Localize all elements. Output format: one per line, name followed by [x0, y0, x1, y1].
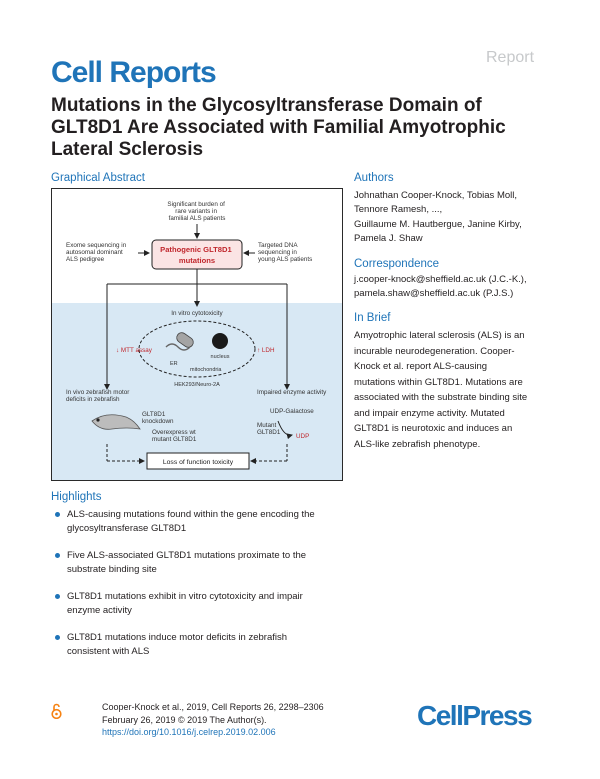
mutant-text: Mutant GLT8D1 — [257, 422, 281, 436]
highlights-list: ALS-causing mutations found within the g… — [51, 508, 341, 672]
ldh-label: ↑ LDH — [257, 347, 275, 354]
cellpress-logo: CellPress — [417, 700, 533, 731]
open-access-icon — [51, 703, 62, 719]
cell-line-label: HEK293/Neuro-2A — [174, 382, 220, 388]
knockdown-text: GLT8D1 knockdown — [142, 411, 174, 425]
in-vitro-label: In vitro cytotoxicity — [171, 310, 223, 317]
udp-label: UDP — [296, 433, 309, 440]
email-link[interactable]: pamela.shaw@sheffield.ac.uk (P.J.S.) — [354, 288, 514, 300]
bullet-icon — [55, 594, 60, 599]
loss-label: Loss of function toxicity — [163, 459, 234, 466]
highlight-item: GLT8D1 mutations exhibit in vitro cytoto… — [51, 590, 341, 617]
udp-galactose-label: UDP-Galactose — [270, 408, 314, 415]
svg-text:mitochondria: mitochondria — [190, 367, 222, 373]
nucleus-icon — [212, 333, 228, 349]
graphical-abstract-heading: Graphical Abstract — [51, 172, 145, 184]
bullet-icon — [55, 553, 60, 558]
correspondence-heading: Correspondence — [354, 258, 440, 270]
authors-line: Tennore Ramesh, ..., — [354, 204, 443, 216]
in-brief-heading: In Brief — [354, 312, 391, 324]
enzyme-label: Impaired enzyme activity — [257, 389, 327, 396]
highlight-item: GLT8D1 mutations induce motor deficits i… — [51, 631, 341, 658]
targeted-text: Targeted DNA sequencing in young ALS pat… — [258, 242, 312, 263]
zebrafish-icon — [91, 414, 141, 430]
in-vivo-panel — [52, 303, 342, 480]
bullet-icon — [55, 635, 60, 640]
article-type: Report — [486, 49, 535, 66]
svg-text:nucleus: nucleus — [211, 354, 230, 360]
in-vivo-text: In vivo zebrafish motor deficits in zebr… — [66, 389, 131, 403]
loss-box — [146, 452, 250, 470]
authors-line: Guillaume M. Hautbergue, Janine Kirby, — [354, 218, 522, 230]
email-link[interactable]: j.cooper-knock@sheffield.ac.uk (J.C.-K.)… — [354, 274, 527, 285]
authors-list: Johnathan Cooper-Knock, Tobias Moll, Ten… — [354, 189, 554, 246]
cell-outline — [138, 320, 256, 378]
exome-text: Exome sequencing in autosomal dominant A… — [66, 242, 128, 263]
authors-line: Pamela J. Shaw — [354, 232, 423, 244]
highlights-heading: Highlights — [51, 491, 102, 503]
overexpress-text: Overexpress wt mutant GLT8D1 — [152, 429, 198, 443]
authors-line: Johnathan Cooper-Knock, Tobias Moll, — [354, 190, 518, 201]
article-title: Mutations in the Glycosyltransferase Dom… — [51, 95, 506, 160]
journal-name: Cell Reports — [51, 56, 217, 89]
mitochondria-icon — [176, 332, 194, 348]
doi-link[interactable]: https://doi.org/10.1016/j.celrep.2019.02… — [102, 727, 276, 737]
burden-text: Significant burden of rare variants in f… — [167, 201, 226, 222]
graphical-abstract: Significant burden of rare variants in f… — [51, 188, 343, 481]
er-icon — [165, 343, 191, 351]
pathogenic-text: Pathogenic GLT8D1 mutations — [160, 245, 234, 265]
authors-heading: Authors — [354, 172, 394, 184]
in-brief-text: Amyotrophic lateral sclerosis (ALS) is a… — [354, 330, 528, 450]
citation: Cooper-Knock et al., 2019, Cell Reports … — [102, 701, 362, 739]
highlight-item: Five ALS-associated GLT8D1 mutations pro… — [51, 549, 341, 576]
svg-text:ER: ER — [170, 361, 178, 367]
highlight-item: ALS-causing mutations found within the g… — [51, 508, 341, 535]
correspondence-text: j.cooper-knock@sheffield.ac.uk (J.C.-K.)… — [354, 273, 564, 302]
mtt-label: ↓ MTT assay — [116, 347, 153, 354]
bullet-icon — [55, 512, 60, 517]
